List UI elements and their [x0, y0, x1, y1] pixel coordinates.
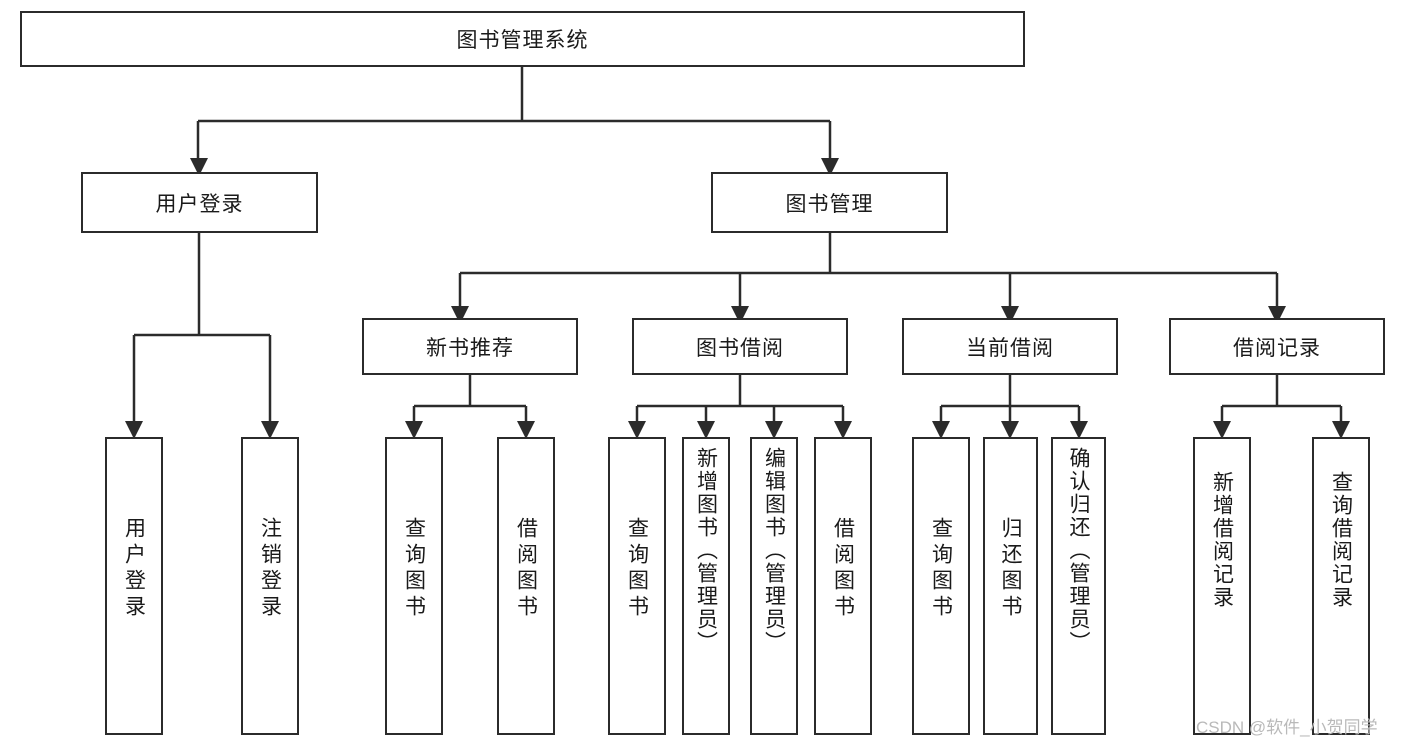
node-book-borrow[interactable]: 图书借阅 [632, 318, 848, 375]
node-user-login[interactable]: 用户登录 [81, 172, 318, 233]
node-label: 新书推荐 [426, 336, 514, 360]
node-label: 新增借阅记录 [1210, 471, 1234, 609]
leaf-query-books-borrow[interactable]: 查询图书 [608, 437, 666, 735]
node-borrow-records[interactable]: 借阅记录 [1169, 318, 1385, 375]
leaf-add-borrow-record[interactable]: 新增借阅记录 [1193, 437, 1251, 735]
node-label: 编辑图书（管理员） [762, 447, 786, 654]
node-label: 查询借阅记录 [1329, 471, 1353, 609]
node-label: 图书管理系统 [456, 29, 589, 52]
node-label: 归还图书 [999, 517, 1022, 621]
leaf-query-borrow-record[interactable]: 查询借阅记录 [1312, 437, 1370, 735]
node-label: 查询图书 [929, 517, 953, 621]
node-label: 查询图书 [402, 517, 426, 621]
node-label: 新增图书（管理员） [694, 447, 718, 654]
node-new-book-recommend[interactable]: 新书推荐 [362, 318, 578, 375]
node-current-borrow[interactable]: 当前借阅 [902, 318, 1118, 375]
node-label: 用户登录 [122, 517, 146, 621]
leaf-borrow-books[interactable]: 借阅图书 [814, 437, 872, 735]
leaf-borrow-books-recommend[interactable]: 借阅图书 [497, 437, 555, 735]
node-label: 借阅图书 [831, 517, 855, 621]
node-root-system[interactable]: 图书管理系统 [20, 11, 1025, 67]
node-label: 图书管理 [785, 192, 874, 216]
leaf-edit-book-admin[interactable]: 编辑图书（管理员） [750, 437, 798, 735]
node-label: 图书借阅 [696, 336, 784, 360]
leaf-query-books-recommend[interactable]: 查询图书 [385, 437, 443, 735]
node-label: 确认归还（管理员） [1067, 447, 1090, 654]
node-label: 注销登录 [258, 517, 282, 621]
leaf-user-login[interactable]: 用户登录 [105, 437, 163, 735]
leaf-add-book-admin[interactable]: 新增图书（管理员） [682, 437, 730, 735]
leaf-confirm-return-admin[interactable]: 确认归还（管理员） [1051, 437, 1106, 735]
node-label: 借阅图书 [514, 517, 538, 621]
node-label: 用户登录 [155, 192, 244, 216]
leaf-query-books-current[interactable]: 查询图书 [912, 437, 970, 735]
node-label: 借阅记录 [1233, 336, 1321, 360]
leaf-logout[interactable]: 注销登录 [241, 437, 299, 735]
node-book-management[interactable]: 图书管理 [711, 172, 948, 233]
node-label: 查询图书 [625, 517, 649, 621]
leaf-return-books[interactable]: 归还图书 [983, 437, 1038, 735]
csdn-watermark: CSDN @软件_小贺同学 [1196, 718, 1378, 737]
node-label: 当前借阅 [966, 336, 1054, 360]
